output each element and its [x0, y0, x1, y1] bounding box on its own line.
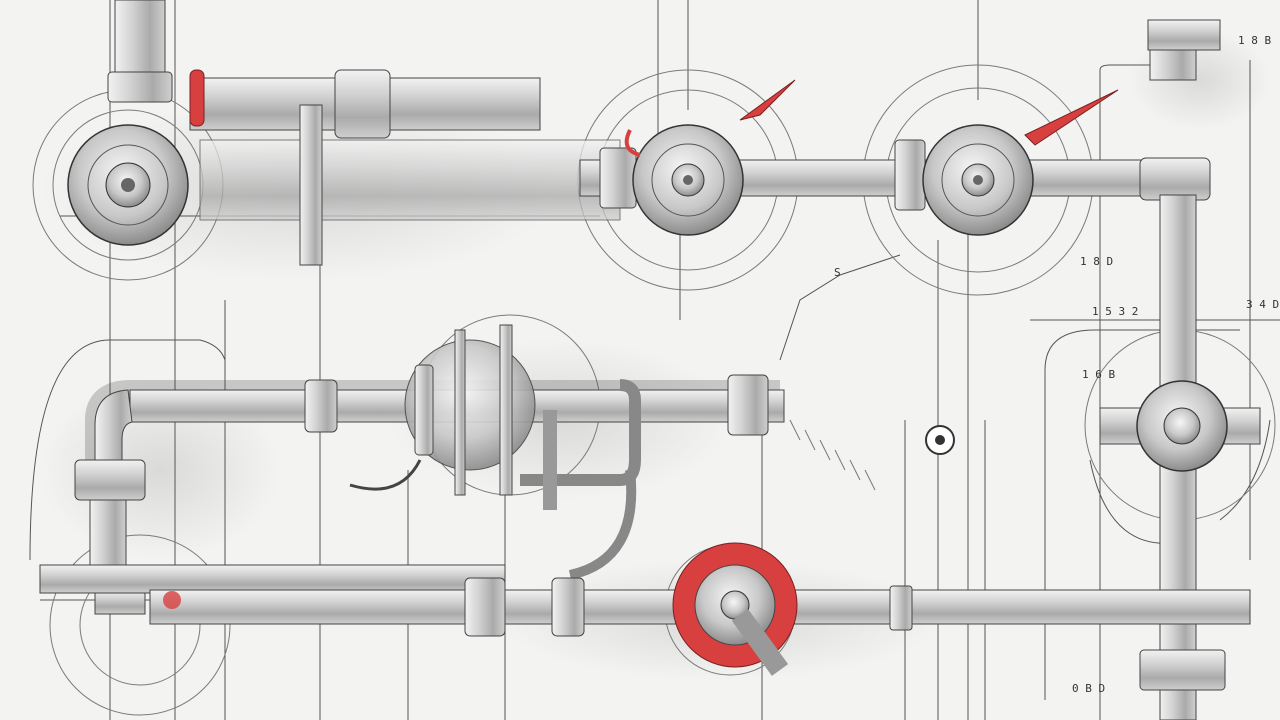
valve-right — [894, 89, 1119, 236]
annotation-label: 1 8 B — [1238, 34, 1271, 47]
annotation-labels: 1 8 B 1 8 D 1 5 3 2 3 4 D 1 6 B S 0 B D — [834, 34, 1279, 695]
vertical-riser-top-left — [107, 0, 173, 103]
annotation-label: S — [834, 266, 841, 279]
upper-pipe — [189, 69, 621, 266]
annotation-label: 1 5 3 2 — [1092, 305, 1138, 318]
valve-center — [599, 79, 796, 236]
valve-left — [67, 124, 189, 246]
annotation-label: 1 6 B — [1082, 368, 1115, 381]
fitting-top-right — [1147, 19, 1221, 81]
annotation-label: 1 8 D — [1080, 255, 1113, 268]
annotation-label: 3 4 D — [1246, 298, 1279, 311]
hatch-marks — [789, 419, 876, 491]
red-valve-bottom — [672, 542, 798, 676]
middle-pipe — [85, 374, 785, 471]
gauge-mid-right — [925, 425, 955, 455]
central-device — [349, 324, 641, 580]
cross-fitting-right — [1099, 380, 1261, 691]
annotation-label: 0 B D — [1072, 682, 1105, 695]
